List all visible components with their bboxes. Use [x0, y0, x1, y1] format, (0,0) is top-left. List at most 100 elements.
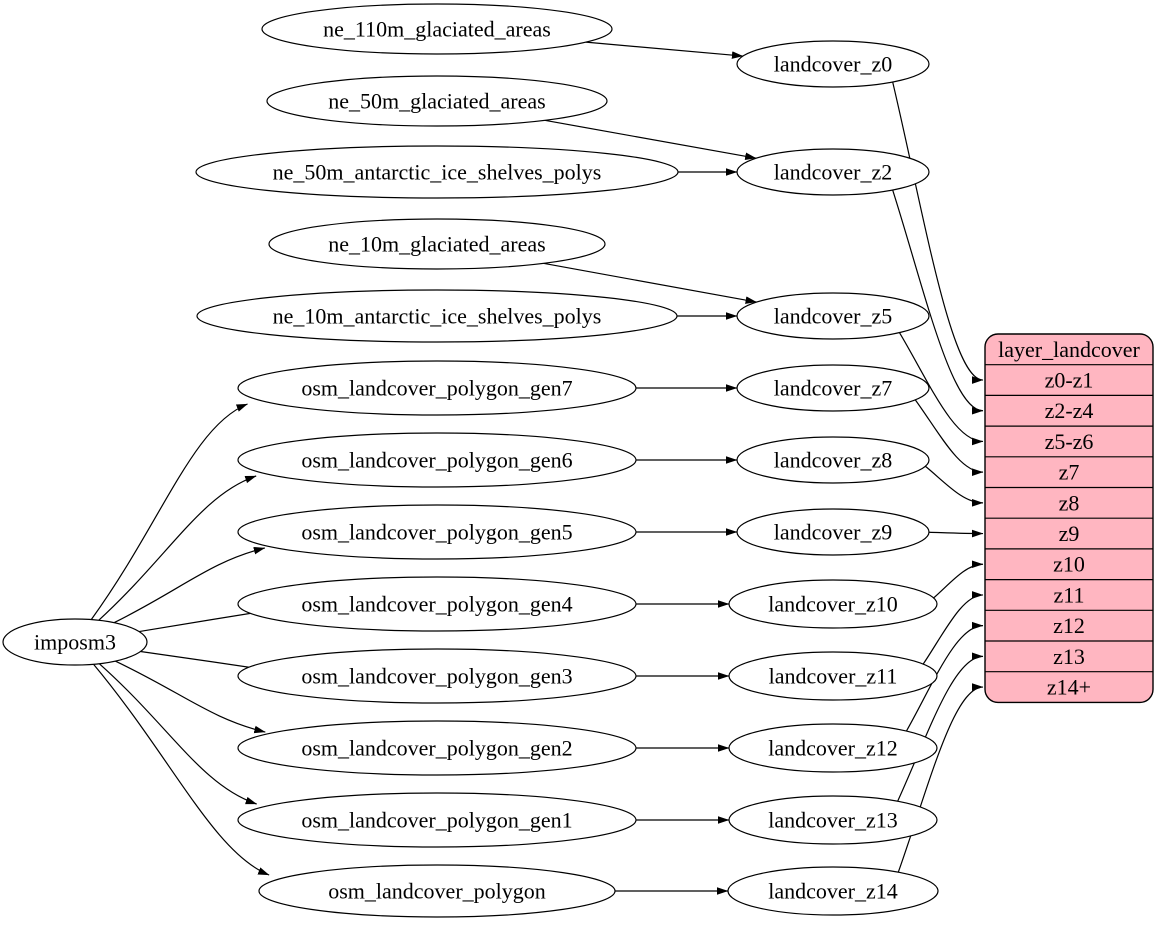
edge-landcover_z5-to-z5-z6 — [898, 332, 984, 446]
node-osm_landcover_polygon_gen1: osm_landcover_polygon_gen1 — [237, 792, 637, 848]
edge-landcover_z11-to-z11 — [922, 591, 984, 665]
node-ellipse-landcover_z12 — [728, 723, 938, 773]
node-ellipse-ne_110m_glaciated_areas — [261, 3, 613, 55]
table-row-label-z2-z4: z2-z4 — [1045, 398, 1094, 423]
node-ellipse-osm_landcover_polygon_gen7 — [237, 360, 637, 416]
edge-ne_110m_glaciated_areas-to-landcover_z0 — [585, 41, 744, 59]
node-landcover_z7: landcover_z7 — [736, 364, 930, 412]
node-label-landcover_z5: landcover_z5 — [774, 303, 893, 328]
node-imposm3: imposm3 — [2, 618, 148, 666]
node-label-osm_landcover_polygon: osm_landcover_polygon — [328, 878, 546, 903]
node-osm_landcover_polygon: osm_landcover_polygon — [258, 864, 616, 918]
table-row-label-z8: z8 — [1059, 490, 1080, 515]
node-label-osm_landcover_polygon_gen6: osm_landcover_polygon_gen6 — [301, 447, 572, 472]
node-label-landcover_z8: landcover_z8 — [774, 447, 893, 472]
table-layer_landcover: layer_landcover z0-z1 z2-z4 z5-z6 z7 z8 z9 z10 z… — [984, 333, 1154, 704]
edge-landcover_z0-to-z0-z1 — [892, 81, 984, 384]
node-osm_landcover_polygon_gen6: osm_landcover_polygon_gen6 — [237, 432, 637, 488]
node-ne_10m_glaciated_areas: ne_10m_glaciated_areas — [268, 218, 606, 270]
node-label-osm_landcover_polygon_gen4: osm_landcover_polygon_gen4 — [301, 591, 572, 616]
node-ne_50m_glaciated_areas: ne_50m_glaciated_areas — [266, 75, 608, 127]
edge-landcover_z14-to-z14+ — [897, 683, 984, 873]
node-label-osm_landcover_polygon_gen1: osm_landcover_polygon_gen1 — [301, 807, 572, 832]
node-label-osm_landcover_polygon_gen5: osm_landcover_polygon_gen5 — [301, 519, 572, 544]
node-ellipse-osm_landcover_polygon_gen2 — [237, 720, 637, 776]
node-ellipse-ne_10m_glaciated_areas — [268, 218, 606, 270]
table-row-label-z7: z7 — [1059, 460, 1080, 485]
node-ne_110m_glaciated_areas: ne_110m_glaciated_areas — [261, 3, 613, 55]
node-landcover_z0: landcover_z0 — [736, 40, 930, 88]
node-label-landcover_z12: landcover_z12 — [768, 735, 898, 760]
node-ellipse-landcover_z14 — [727, 866, 939, 916]
node-landcover_z5: landcover_z5 — [736, 292, 930, 340]
node-landcover_z14: landcover_z14 — [727, 866, 939, 916]
node-ellipse-imposm3 — [2, 618, 148, 666]
edge-imposm3-to-osm_landcover_polygon — [93, 663, 270, 876]
node-label-landcover_z13: landcover_z13 — [768, 807, 898, 832]
node-ellipse-ne_50m_glaciated_areas — [266, 75, 608, 127]
table-row-label-z9: z9 — [1059, 521, 1080, 546]
node-ellipse-landcover_z8 — [736, 436, 930, 484]
edge-imposm3-to-osm_landcover_polygon_gen1 — [98, 663, 257, 805]
node-ellipse-osm_landcover_polygon — [258, 864, 616, 918]
node-label-osm_landcover_polygon_gen7: osm_landcover_polygon_gen7 — [301, 375, 572, 400]
node-osm_landcover_polygon_gen4: osm_landcover_polygon_gen4 — [237, 576, 637, 632]
node-ellipse-osm_landcover_polygon_gen3 — [237, 648, 637, 704]
edge-imposm3-to-osm_landcover_polygon_gen7 — [90, 403, 248, 620]
node-label-ne_110m_glaciated_areas: ne_110m_glaciated_areas — [323, 16, 551, 41]
node-ne_10m_antarctic_ice_shelves_polys: ne_10m_antarctic_ice_shelves_polys — [196, 289, 678, 343]
node-ellipse-landcover_z11 — [728, 651, 938, 701]
node-ellipse-landcover_z7 — [736, 364, 930, 412]
table-header-label: layer_landcover — [998, 337, 1140, 362]
table-layer: layer_landcover z0-z1 z2-z4 z5-z6 z7 z8 z9 z10 z… — [984, 333, 1154, 704]
node-ellipse-ne_10m_antarctic_ice_shelves_polys — [196, 289, 678, 343]
table-row-label-z12: z12 — [1053, 613, 1085, 638]
node-label-imposm3: imposm3 — [34, 629, 116, 654]
node-label-ne_50m_antarctic_ice_shelves_polys: ne_50m_antarctic_ice_shelves_polys — [273, 159, 602, 184]
table-row-label-z14+: z14+ — [1047, 675, 1091, 700]
table-row-label-z13: z13 — [1053, 644, 1085, 669]
node-ellipse-landcover_z9 — [736, 508, 930, 556]
node-label-landcover_z7: landcover_z7 — [774, 375, 893, 400]
table-row-label-z11: z11 — [1054, 582, 1085, 607]
node-landcover_z10: landcover_z10 — [728, 579, 938, 629]
table-row-label-z0-z1: z0-z1 — [1045, 368, 1094, 393]
node-label-osm_landcover_polygon_gen2: osm_landcover_polygon_gen2 — [301, 735, 572, 760]
edge-landcover_z8-to-z8 — [925, 465, 984, 507]
node-ellipse-landcover_z13 — [728, 795, 938, 845]
node-ne_50m_antarctic_ice_shelves_polys: ne_50m_antarctic_ice_shelves_polys — [195, 145, 679, 199]
node-ellipse-landcover_z2 — [736, 148, 930, 196]
node-label-landcover_z10: landcover_z10 — [768, 591, 898, 616]
table-row-label-z5-z6: z5-z6 — [1045, 429, 1094, 454]
node-label-landcover_z9: landcover_z9 — [774, 519, 893, 544]
node-landcover_z9: landcover_z9 — [736, 508, 930, 556]
node-landcover_z11: landcover_z11 — [728, 651, 938, 701]
node-label-ne_10m_antarctic_ice_shelves_polys: ne_10m_antarctic_ice_shelves_polys — [273, 303, 602, 328]
edge-landcover_z12-to-z12 — [905, 621, 984, 732]
node-landcover_z12: landcover_z12 — [728, 723, 938, 773]
edge-landcover_z10-to-z10 — [933, 560, 984, 599]
node-osm_landcover_polygon_gen3: osm_landcover_polygon_gen3 — [237, 648, 637, 704]
node-label-landcover_z0: landcover_z0 — [774, 51, 893, 76]
edge-landcover_z9-to-z9 — [928, 529, 984, 538]
node-label-landcover_z11: landcover_z11 — [769, 663, 898, 688]
node-ellipse-landcover_z0 — [736, 40, 930, 88]
node-label-ne_50m_glaciated_areas: ne_50m_glaciated_areas — [328, 88, 545, 113]
node-ellipse-osm_landcover_polygon_gen5 — [237, 504, 637, 560]
node-osm_landcover_polygon_gen7: osm_landcover_polygon_gen7 — [237, 360, 637, 416]
edge-ne_50m_glaciated_areas-to-landcover_z2 — [544, 119, 757, 161]
node-ellipse-osm_landcover_polygon_gen6 — [237, 432, 637, 488]
nodes-layer: imposm3 ne_110m_glaciated_areas ne_50m_gla… — [2, 3, 939, 918]
node-label-landcover_z14: landcover_z14 — [768, 878, 898, 903]
node-ellipse-osm_landcover_polygon_gen1 — [237, 792, 637, 848]
node-landcover_z13: landcover_z13 — [728, 795, 938, 845]
edge-landcover_z13-to-z13 — [897, 652, 984, 802]
node-ellipse-ne_50m_antarctic_ice_shelves_polys — [195, 145, 679, 199]
table-row-label-z10: z10 — [1053, 552, 1085, 577]
edge-imposm3-to-osm_landcover_polygon_gen2 — [115, 660, 266, 734]
node-osm_landcover_polygon_gen5: osm_landcover_polygon_gen5 — [237, 504, 637, 560]
edge-imposm3-to-osm_landcover_polygon_gen6 — [98, 475, 257, 621]
node-landcover_z2: landcover_z2 — [736, 148, 930, 196]
node-label-ne_10m_glaciated_areas: ne_10m_glaciated_areas — [328, 231, 545, 256]
